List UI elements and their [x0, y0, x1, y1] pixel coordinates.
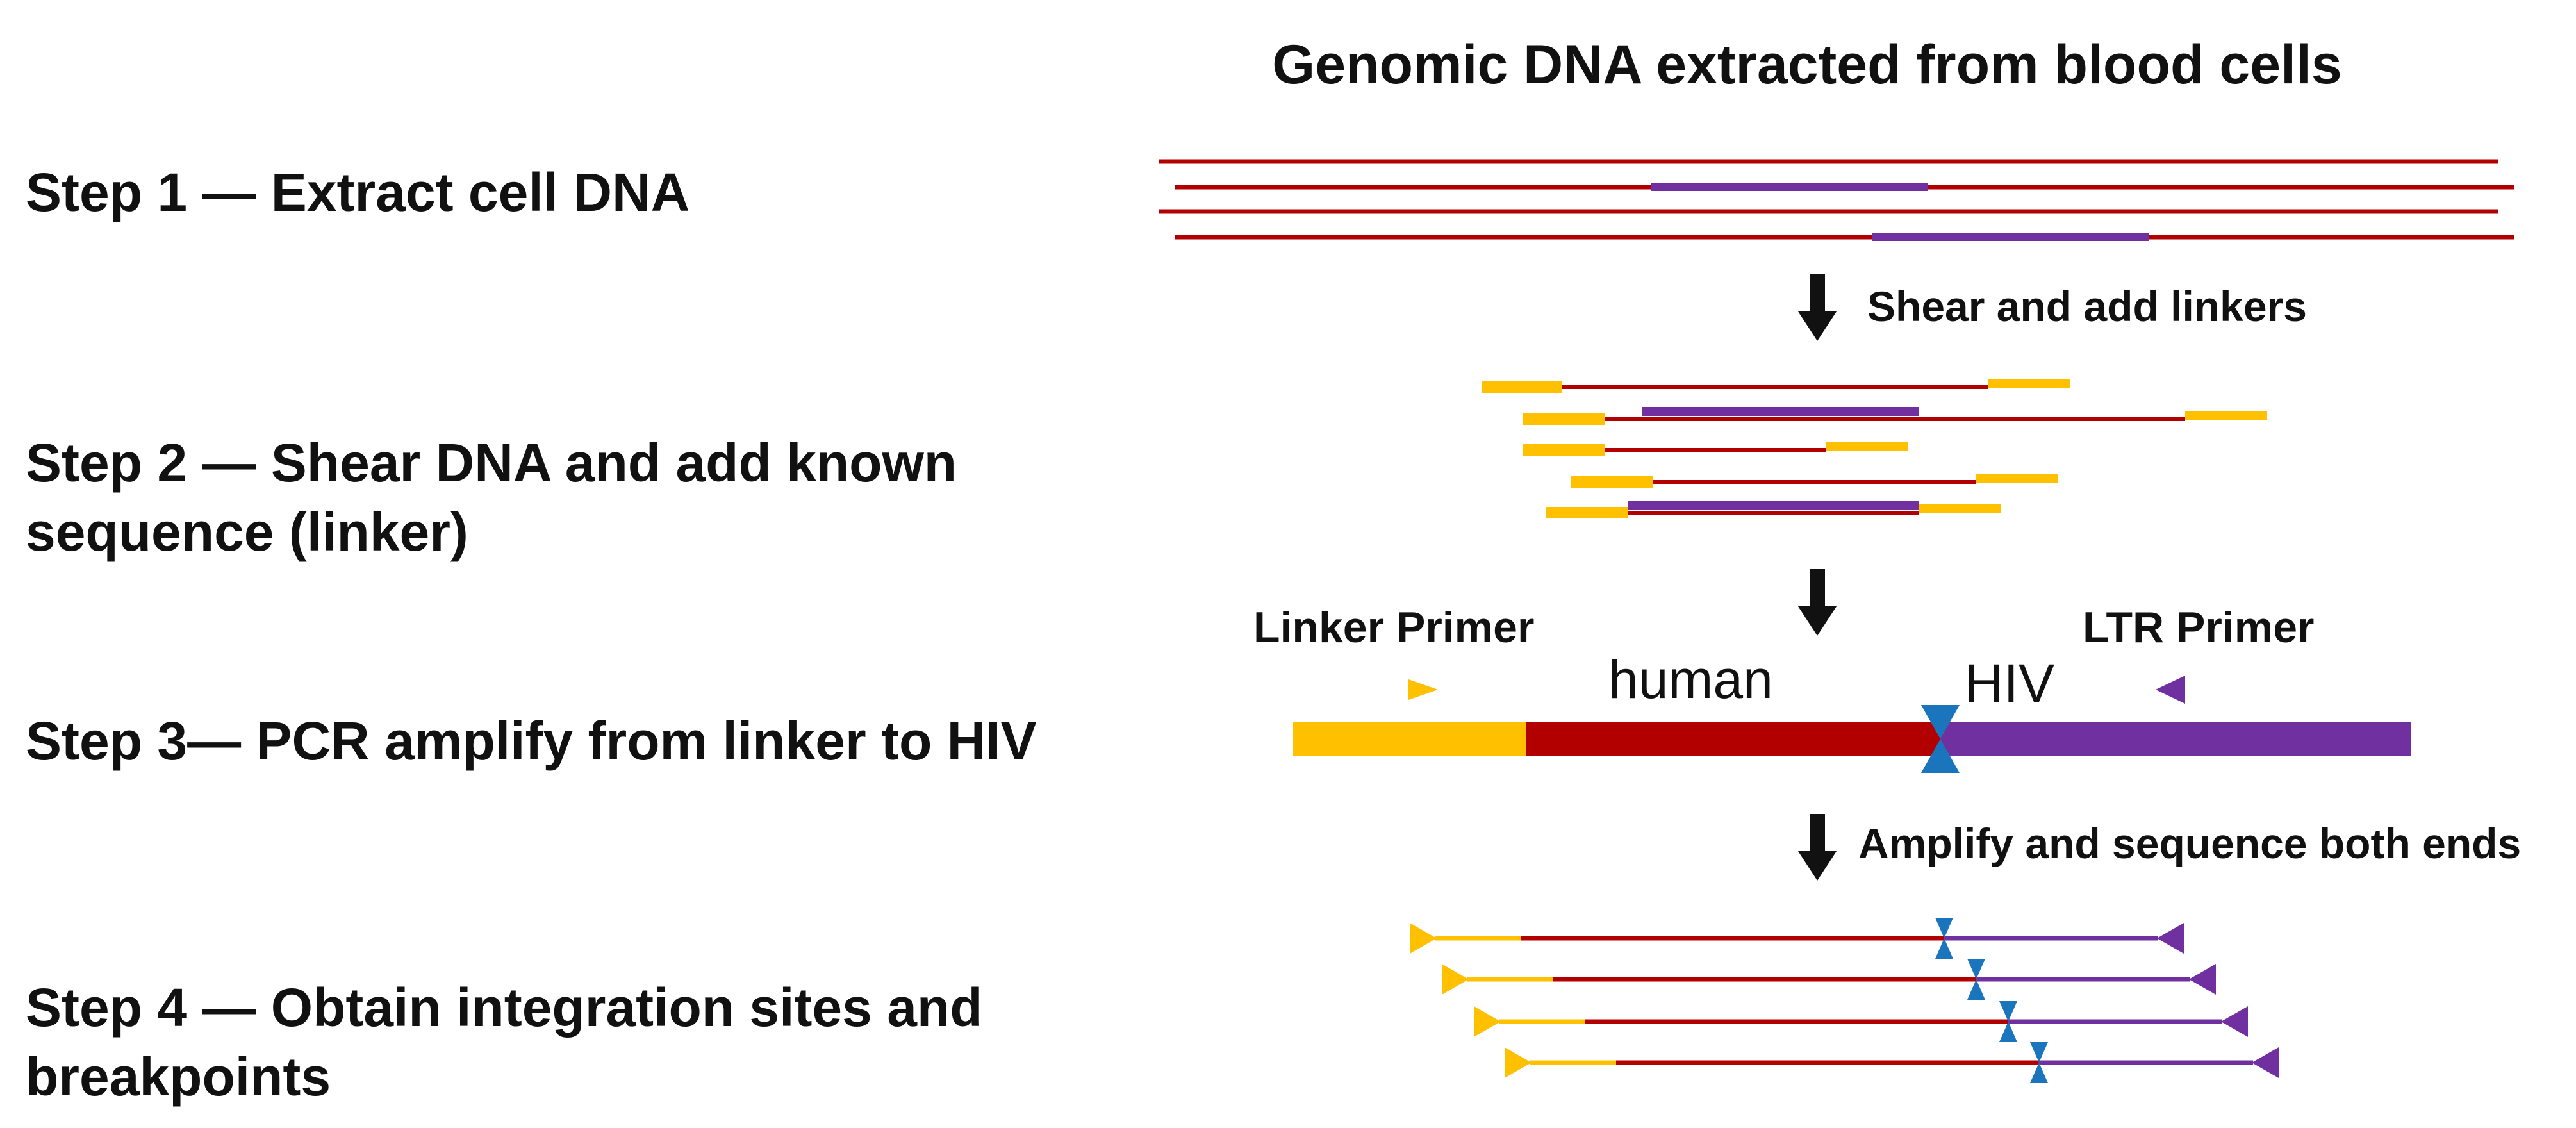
linker-primer-end-icon — [1410, 923, 1437, 954]
ltr-primer-arrow-icon — [2156, 676, 2185, 704]
step1-line1: Step 1 — Extract cell DNA — [26, 162, 690, 222]
step3-pcr-construct — [1293, 676, 2411, 773]
ltr-primer-end-icon — [2189, 964, 2216, 995]
linker-primer-end-icon — [1474, 1006, 1501, 1037]
breakpoint-icon — [1935, 918, 1953, 959]
breakpoint-icon — [1999, 1001, 2017, 1042]
linker-primer-end-icon — [1442, 964, 1469, 995]
human-bar — [1526, 722, 1940, 756]
step3-line1: Step 3— PCR amplify from linker to HIV — [26, 711, 1037, 771]
step1-genomic-strands — [1159, 159, 2514, 241]
down-arrow-icon — [1798, 274, 1837, 341]
step2-line1: Step 2 — Shear DNA and add known — [26, 433, 957, 493]
hiv-region-label: HIV — [1965, 653, 2055, 713]
step4-line2: breakpoints — [26, 1047, 331, 1107]
step4-line1: Step 4 — Obtain integration sites and — [26, 977, 983, 1038]
diagram-title: Genomic DNA extracted from blood cells — [1272, 34, 2342, 95]
step2-label: Step 2 — Shear DNA and add known sequenc… — [26, 428, 957, 567]
breakpoint-icon — [1967, 959, 1985, 1000]
ltr-primer-end-icon — [2157, 923, 2184, 954]
ltr-primer-label: LTR Primer — [2083, 603, 2315, 652]
human-region-label: human — [1608, 649, 1773, 709]
linker-primer-label: Linker Primer — [1253, 603, 1535, 652]
step1-label: Step 1 — Extract cell DNA — [26, 158, 689, 227]
breakpoint-icon — [2030, 1042, 2048, 1083]
arrow3-label: Amplify and sequence both ends — [1858, 820, 2522, 867]
down-arrow-icon — [1798, 569, 1837, 636]
hiv-bar — [1940, 722, 2411, 756]
linker-bar — [1293, 722, 1526, 756]
linker-primer-arrow-icon — [1408, 679, 1438, 700]
down-arrow-icon — [1798, 814, 1837, 881]
ltr-primer-end-icon — [2221, 1006, 2248, 1037]
step2-line2: sequence (linker) — [26, 502, 468, 562]
step4-sequenced-products — [1410, 918, 2279, 1083]
breakpoint-icon — [1921, 705, 1960, 773]
step2-linker-fragments — [1482, 379, 2267, 518]
ltr-primer-end-icon — [2252, 1047, 2279, 1078]
linker-primer-end-icon — [1505, 1047, 1532, 1078]
arrow1-label: Shear and add linkers — [1867, 283, 2307, 330]
step4-label: Step 4 — Obtain integration sites and br… — [26, 973, 983, 1111]
step3-label: Step 3— PCR amplify from linker to HIV — [26, 706, 1037, 776]
